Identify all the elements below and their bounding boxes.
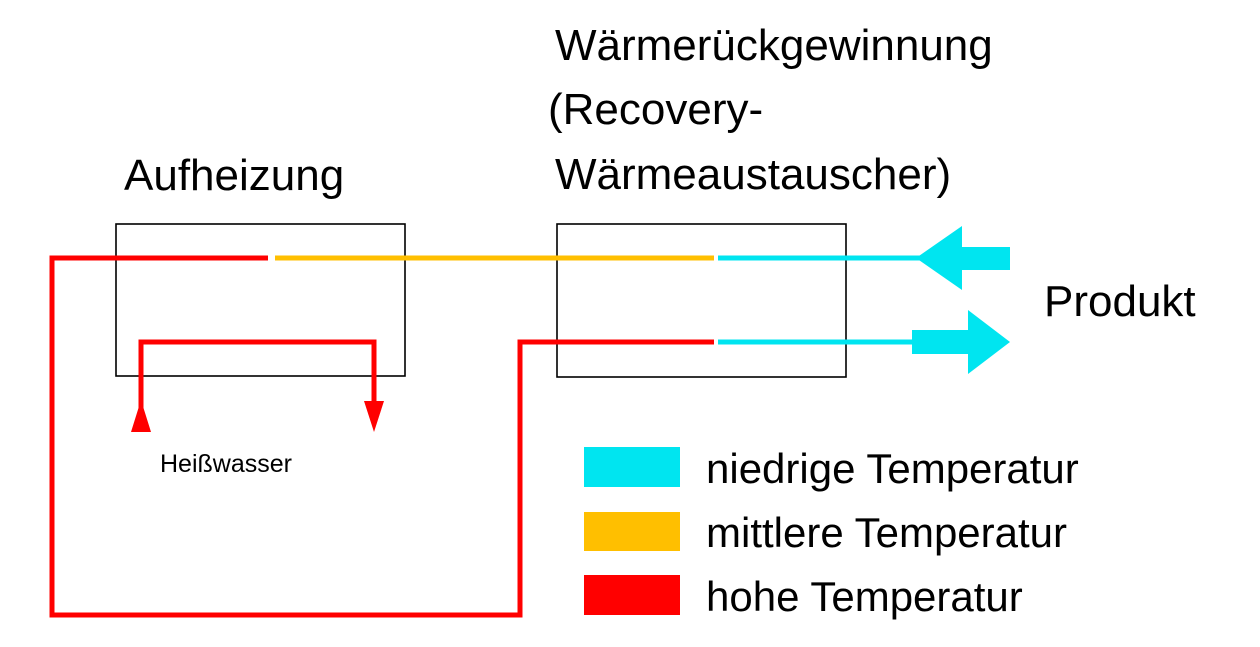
hot-water-circuit-pipe [138,339,377,412]
hot-water-inlet-arrow [131,400,151,432]
legend-label-high: hohe Temperatur [706,573,1023,620]
heating-exchanger-box [115,223,406,377]
recovery-title-line-3: Wärmeaustauscher) [555,150,951,199]
recovery-title-line-1: Wärmerückgewinnung [555,21,993,70]
product-outlet-arrow [912,310,1010,374]
legend-swatch-medium [584,512,680,551]
legend-label-low: niedrige Temperatur [706,445,1079,492]
product-high-temp-loop-pipe [49,255,714,618]
product-label: Produkt [1044,277,1196,326]
recovery-exchanger-box [556,223,847,378]
legend: niedrige Temperatur mittlere Temperatur … [584,445,1079,620]
legend-swatch-high [584,575,680,615]
product-inlet-arrow [916,226,1010,290]
hot-water-outlet-arrow [364,401,384,432]
hot-water-label: Heißwasser [160,450,292,478]
recovery-title-line-2: (Recovery- [548,85,763,134]
heating-title: Aufheizung [124,151,344,200]
legend-swatch-low [584,447,680,487]
legend-label-medium: mittlere Temperatur [706,509,1067,556]
